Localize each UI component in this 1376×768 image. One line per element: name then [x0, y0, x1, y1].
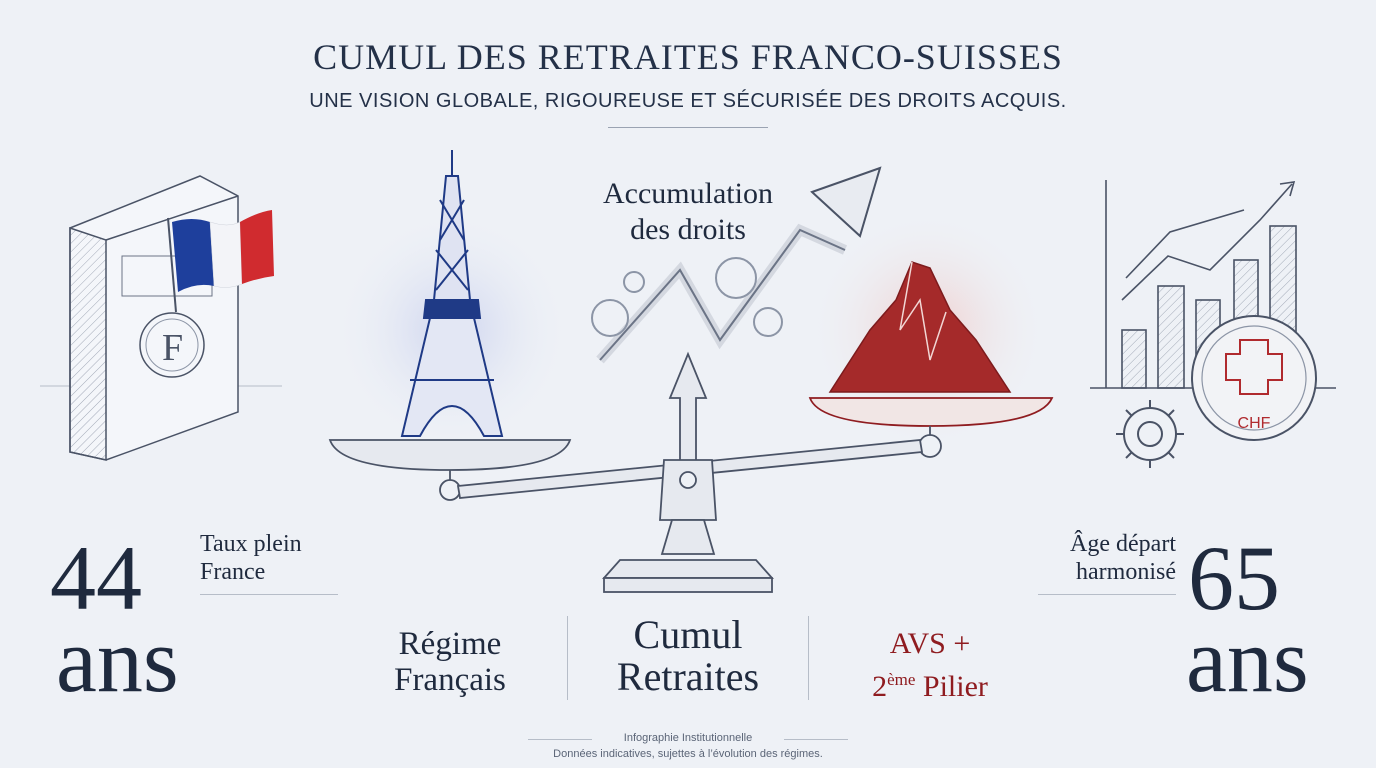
french-binder-icon: F: [40, 175, 282, 461]
left-stat-divider: [200, 594, 338, 595]
right-stat-unit: ans: [1186, 609, 1309, 711]
left-stat-unit: ans: [56, 609, 179, 711]
growth-arrow-icon: [591, 166, 882, 364]
page-title: CUMUL DES RETRAITES FRANCO-SUISSES: [313, 37, 1063, 77]
column-swiss-line1: AVS +: [889, 627, 971, 660]
footer-rule-right: [784, 739, 848, 740]
coin-label: CHF: [1238, 415, 1271, 432]
title-divider: [608, 127, 768, 128]
left-stat-label: Taux plein France: [200, 530, 302, 586]
footer-rule-left: [528, 739, 592, 740]
column-swiss-regime: AVS + 2ème Pilier: [830, 626, 1030, 705]
accumulation-line2: des droits: [630, 213, 746, 246]
column-french-line2: Français: [394, 662, 506, 698]
gear-icon: [1116, 400, 1184, 468]
left-stat-label-line2: France: [200, 559, 266, 585]
french-flag-icon: [167, 210, 274, 313]
right-stat-divider: [1038, 594, 1176, 595]
column-swiss-num: 2: [872, 670, 888, 703]
column-french-line1: Régime: [398, 626, 502, 662]
accumulation-line1: Accumulation: [603, 177, 773, 210]
right-stat-number: 65: [1188, 527, 1280, 629]
column-swiss-line2: 2ème Pilier: [830, 662, 1030, 705]
eiffel-tower-icon: [400, 150, 504, 437]
swiss-coin-icon: CHF: [1191, 315, 1317, 441]
right-stat-label-line2: harmonisé: [1076, 559, 1176, 585]
column-cumul: Cumul Retraites: [588, 614, 788, 698]
balance-scale-icon: [328, 351, 1054, 593]
right-stat-label: Âge départ harmonisé: [1040, 530, 1176, 586]
column-divider-1: [567, 616, 568, 700]
mountain-icon: [828, 261, 1012, 393]
left-stat-number: 44: [50, 527, 142, 629]
column-swiss-word: Pilier: [922, 670, 988, 703]
footer-line1: Infographie Institutionnelle: [623, 732, 753, 744]
column-swiss-sup: ème: [887, 670, 916, 689]
page-subtitle: UNE VISION GLOBALE, RIGOUREUSE ET SÉCURI…: [309, 90, 1067, 112]
binder-letter: F: [162, 327, 183, 369]
column-french-regime: Régime Français: [370, 626, 530, 698]
accumulation-label: Accumulation des droits: [560, 176, 816, 248]
right-stat-label-line1: Âge départ: [1070, 531, 1176, 557]
column-divider-2: [808, 616, 809, 700]
column-cumul-line2: Retraites: [616, 654, 760, 699]
left-stat-label-line1: Taux plein: [200, 531, 302, 557]
column-cumul-line1: Cumul: [633, 612, 743, 657]
footer-line2: Données indicatives, sujettes à l’évolut…: [553, 748, 823, 760]
